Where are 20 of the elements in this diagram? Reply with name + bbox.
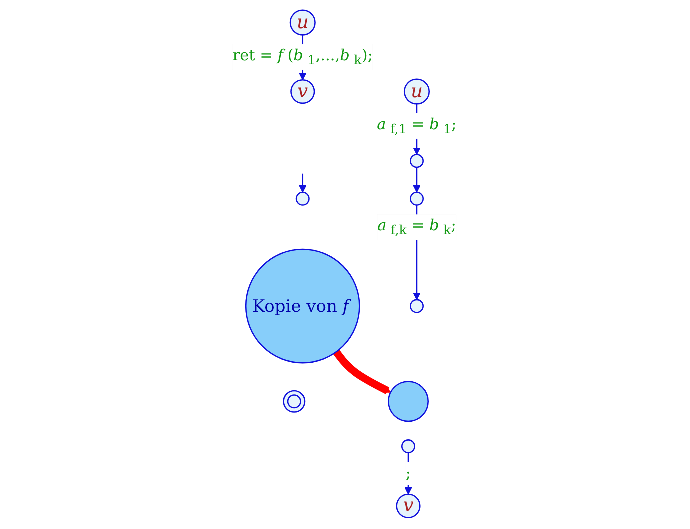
- edge-label: ;: [406, 464, 412, 483]
- node-circle: [296, 192, 310, 206]
- arrow: [299, 174, 307, 193]
- arrow: [334, 350, 392, 394]
- arrow: [404, 452, 412, 495]
- node-circle: u: [404, 78, 430, 105]
- arrow: [413, 168, 421, 193]
- node-circle: [402, 440, 416, 454]
- node-circle: v: [396, 494, 421, 518]
- edge-label: a$_{f,k}$ = b$_{k}$;: [378, 217, 457, 238]
- node-circle: u: [290, 10, 316, 36]
- node-circle: Kopie von f: [246, 248, 361, 364]
- node-ellipse: [388, 381, 430, 422]
- edge-label: ret = f(b$_{1}$,...,b$_{k}$);: [232, 47, 374, 68]
- node-circle: [410, 192, 424, 206]
- node-circle: [410, 299, 424, 314]
- node-circle: [410, 154, 424, 168]
- edge-label: a$_{f,1}$ = b$_{1}$;: [377, 116, 457, 137]
- node-circle: v: [290, 80, 316, 104]
- node-circle: [283, 390, 306, 413]
